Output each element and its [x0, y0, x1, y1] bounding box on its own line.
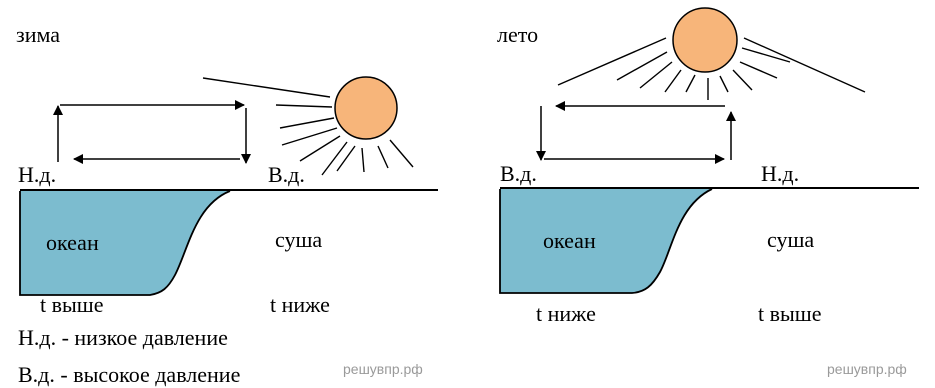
winter-left-pressure: Н.д. — [18, 162, 56, 187]
summer-ocean-label: океан — [543, 228, 596, 253]
winter-shoreline — [19, 190, 231, 296]
summer-right-pressure: Н.д. — [761, 161, 799, 186]
winter-sun-icon — [202, 76, 414, 176]
winter-ocean-label: океан — [46, 230, 99, 255]
summer-left-pressure: В.д. — [500, 161, 537, 186]
summer-shoreline — [499, 188, 713, 294]
winter-ocean-temp: t выше — [40, 292, 104, 317]
watermark-right: решувпр.рф — [827, 361, 907, 377]
summer-panel: лето В.д. Н.д. океан — [497, 7, 919, 326]
summer-circulation-arrows — [536, 101, 736, 164]
summer-sun-icon — [557, 7, 866, 100]
winter-land-label: суша — [275, 227, 322, 252]
summer-land-temp: t выше — [758, 301, 822, 326]
legend-high-pressure: В.д. - высокое давление — [18, 362, 240, 387]
summer-title: лето — [497, 22, 538, 47]
winter-panel: зима Н.д. В.д. океан — [16, 22, 438, 317]
legend-low-pressure: Н.д. - низкое давление — [18, 325, 228, 350]
summer-ocean — [500, 189, 712, 293]
winter-circulation-arrows — [53, 100, 251, 164]
summer-land-label: суша — [767, 227, 814, 252]
winter-right-pressure: В.д. — [268, 162, 305, 187]
winter-land-temp: t ниже — [270, 292, 330, 317]
winter-title: зима — [16, 22, 60, 47]
summer-ocean-temp: t ниже — [536, 301, 596, 326]
watermark-left: решувпр.рф — [343, 361, 423, 377]
